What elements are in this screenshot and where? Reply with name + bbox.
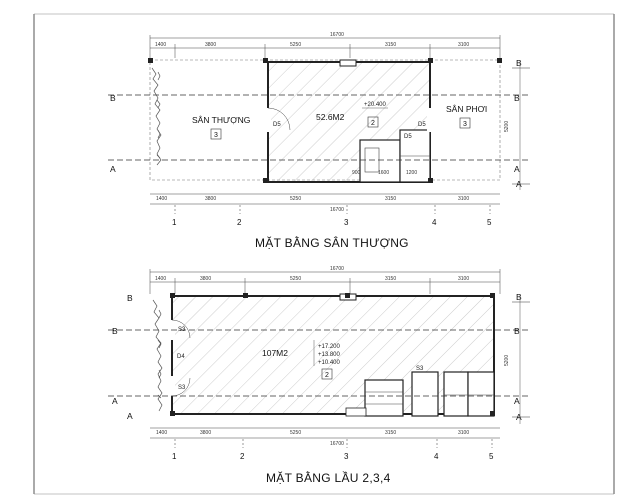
dim-total-top: 16700 (330, 266, 344, 272)
room-name-san-thuong: SÂN THƯỢNG (192, 115, 250, 125)
dim-segment: 3800 (205, 196, 216, 202)
dim-side: 5200 (504, 121, 510, 132)
dim-segment: 3800 (205, 42, 216, 48)
door-label: S3 (178, 327, 186, 333)
small-dim: 1200 (406, 170, 417, 176)
small-dim: 900 (352, 170, 361, 176)
plan-title-top: MẶT BẰNG SÂN THƯỢNG (255, 235, 409, 250)
grid-col-label: 5 (489, 452, 494, 461)
dim-total-top: 16700 (330, 32, 344, 38)
small-dim: 1600 (378, 170, 389, 176)
room-center-bottom (171, 295, 495, 415)
door-label: D5 (273, 122, 281, 128)
door-label: D5 (418, 122, 426, 128)
dim-segment: 3150 (385, 196, 396, 202)
axis-label-right: B (514, 93, 520, 103)
grid-col-label: 4 (432, 218, 437, 227)
level-marker: +20.400 (364, 102, 387, 108)
dim-segment: 3150 (385, 42, 396, 48)
grid-col-label: 4 (434, 452, 439, 461)
planter-strip (152, 299, 163, 412)
axis-label-left: B (127, 293, 133, 303)
room-area-center: 52.6M2 (316, 112, 345, 122)
room-tag: 2 (325, 372, 329, 379)
grid-col-label: 2 (237, 218, 242, 227)
dim-total-bottom: 16700 (330, 441, 344, 447)
room-name-san-phoi: SÂN PHƠI (446, 104, 487, 114)
planter-strip (151, 67, 162, 166)
dim-segment: 5250 (290, 430, 301, 436)
grid-col-label: 1 (172, 452, 177, 461)
grid-col-label: 3 (344, 218, 349, 227)
axis-label-left: B (110, 93, 116, 103)
plan-bottom: 16700 1400 3800 5250 3150 3100 (108, 266, 530, 485)
level-marker: +17.200 (318, 344, 341, 350)
dim-segment: 3100 (458, 276, 469, 282)
grid-col-label: 5 (487, 218, 492, 227)
level-marker: +10.400 (318, 360, 341, 366)
level-marker: +13.800 (318, 352, 341, 358)
room-area-hall: 107M2 (262, 348, 288, 358)
dim-segment: 3800 (200, 276, 211, 282)
dim-total-bottom: 16700 (330, 207, 344, 213)
door-label: D4 (177, 354, 185, 360)
dim-segment: 3150 (385, 276, 396, 282)
axis-label-left: A (112, 396, 118, 406)
axis-label-left: A (127, 411, 133, 421)
plan-top: 16700 1400 3800 5250 3150 3100 (108, 32, 530, 250)
door-label: D5 (404, 134, 412, 140)
plan-title-bottom: MẶT BẰNG LẦU 2,3,4 (266, 470, 391, 485)
room-tag: 2 (371, 120, 375, 127)
dim-segment: 5250 (290, 42, 301, 48)
room-tag: 3 (463, 121, 467, 128)
axis-label-left: B (112, 326, 118, 336)
dim-segment: 1400 (155, 276, 166, 282)
dim-segment: 1400 (156, 430, 167, 436)
axis-label-right: B (516, 58, 522, 68)
grid-col-label: 1 (172, 218, 177, 227)
dim-segment: 5250 (290, 196, 301, 202)
grid-col-label: 3 (344, 452, 349, 461)
axis-label-right: B (514, 326, 520, 336)
dim-segment: 1400 (155, 42, 166, 48)
axis-label-right: A (514, 396, 520, 406)
axis-label-right: B (516, 292, 522, 302)
dim-segment: 3800 (200, 430, 211, 436)
door-label: S3 (178, 385, 186, 391)
dim-segment: 1400 (156, 196, 167, 202)
door-label: S3 (416, 366, 424, 372)
dim-segment: 3100 (458, 196, 469, 202)
room-tag: 3 (214, 132, 218, 139)
dim-segment: 5250 (290, 276, 301, 282)
dim-segment: 3100 (458, 42, 469, 48)
axis-label-left: A (110, 164, 116, 174)
axis-label-right: A (514, 164, 520, 174)
grid-col-label: 2 (240, 452, 245, 461)
dim-side: 5200 (504, 355, 510, 366)
dim-segment: 3150 (385, 430, 396, 436)
dim-segment: 3100 (458, 430, 469, 436)
